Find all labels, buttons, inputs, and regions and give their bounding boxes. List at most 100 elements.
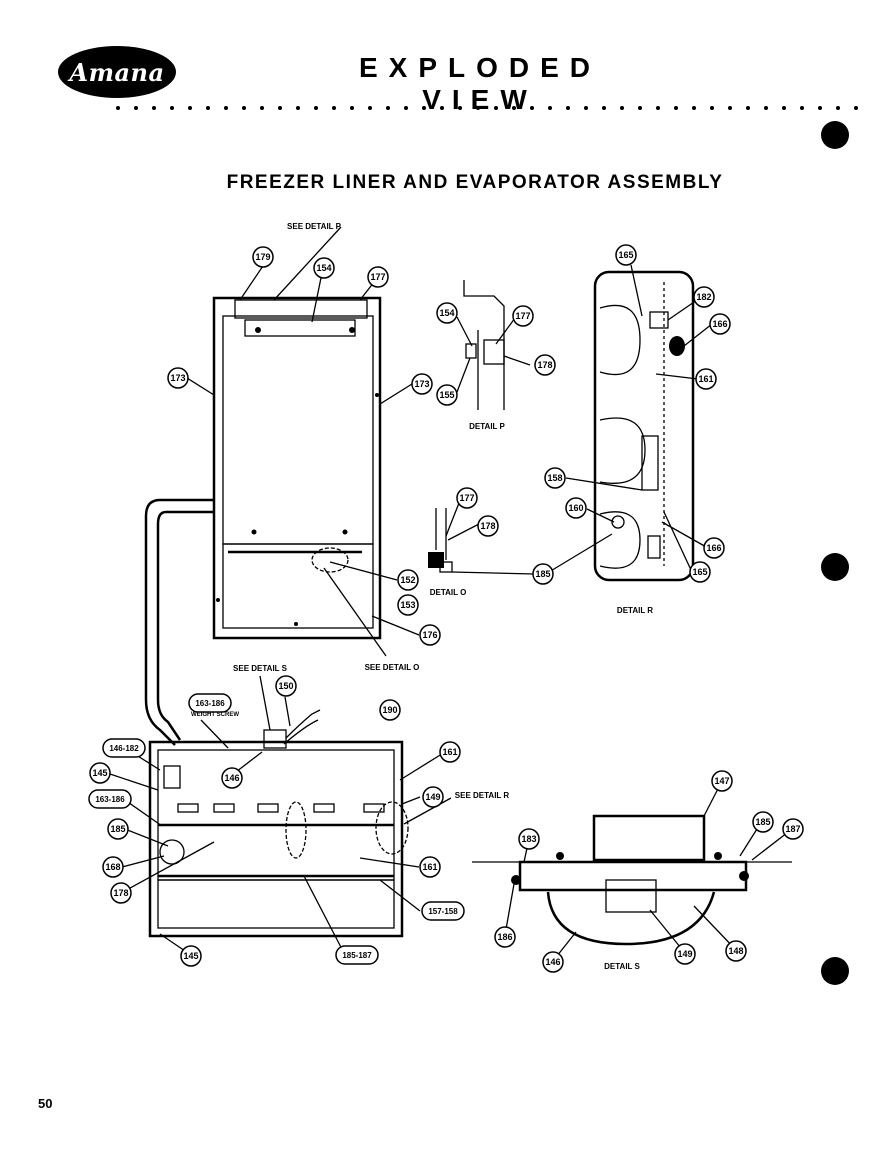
callout-balloon: [252, 246, 274, 268]
callout-145: 145: [89, 762, 111, 784]
callout-166: 166: [703, 537, 725, 559]
caption-detail-r: DETAIL R: [617, 606, 653, 615]
callout-balloon: [532, 563, 554, 585]
callout-number: 158: [547, 473, 562, 483]
callout-balloon: [313, 257, 335, 279]
callout-number: 146: [224, 773, 239, 783]
callout-balloon: [518, 828, 540, 850]
callout-balloon: [88, 789, 132, 809]
callout-balloon: [782, 818, 804, 840]
callout-balloon: [752, 811, 774, 833]
callout-150: 150: [275, 675, 297, 697]
callout-185-187: 185-187: [335, 945, 379, 965]
callout-balloon: [725, 940, 747, 962]
callout-balloon: [167, 367, 189, 389]
callout-185: 185: [107, 818, 129, 840]
callout-177: 177: [367, 266, 389, 288]
caption-see-detail-r: SEE DETAIL R: [455, 791, 510, 800]
callout-146: 146: [221, 767, 243, 789]
callout-number: 154: [316, 263, 331, 273]
callout-balloon: [542, 951, 564, 973]
callout-154: 154: [436, 302, 458, 324]
callout-187: 187: [782, 818, 804, 840]
callout-number: 161: [698, 374, 713, 384]
callout-balloon: [674, 943, 696, 965]
page-number: 50: [38, 1096, 53, 1111]
callout-number: 153: [400, 600, 415, 610]
callout-number: 186: [497, 932, 512, 942]
callout-number: 146-182: [109, 744, 139, 753]
callout-number: 187: [785, 824, 800, 834]
callout-152: 152: [397, 569, 419, 591]
callout-balloon: [419, 856, 441, 878]
detail-s-drawing: [472, 814, 792, 946]
freezer-liner-upper: [212, 296, 382, 640]
binder-hole-middle: [821, 553, 849, 581]
callout-number: 185: [535, 569, 550, 579]
callout-146: 146: [542, 951, 564, 973]
callout-balloon: [703, 537, 725, 559]
callout-balloon: [456, 487, 478, 509]
callout-balloon: [544, 467, 566, 489]
callout-number: 182: [696, 292, 711, 302]
callout-number: 179: [255, 252, 270, 262]
callout-number: 149: [425, 792, 440, 802]
callout-number: 149: [677, 949, 692, 959]
callout-number: 145: [183, 951, 198, 961]
caption-see-detail-p: SEE DETAIL P: [287, 222, 342, 231]
callout-balloon: [695, 368, 717, 390]
callout-179: 179: [252, 246, 274, 268]
callout-number: 152: [400, 575, 415, 585]
callout-number: 177: [515, 311, 530, 321]
callout-balloon: [494, 926, 516, 948]
callout-161: 161: [695, 368, 717, 390]
callout-165: 165: [689, 561, 711, 583]
callout-176: 176: [419, 624, 441, 646]
callout-number: 177: [370, 272, 385, 282]
callout-number: 155: [439, 390, 454, 400]
callout-166: 166: [709, 313, 731, 335]
callout-190: 190: [379, 699, 401, 721]
callout-number: 161: [442, 747, 457, 757]
callout-number: 157-158: [428, 907, 458, 916]
callout-145: 145: [180, 945, 202, 967]
callout-149: 149: [674, 943, 696, 965]
callout-161: 161: [419, 856, 441, 878]
callout-157-158: 157-158: [421, 901, 465, 921]
callout-balloon: [419, 624, 441, 646]
callout-154: 154: [313, 257, 335, 279]
callout-number: 176: [422, 630, 437, 640]
callout-178: 178: [110, 882, 132, 904]
callout-balloon: [711, 770, 733, 792]
callout-182: 182: [693, 286, 715, 308]
callout-number: 185-187: [342, 951, 372, 960]
detail-r-drawing: [593, 270, 695, 582]
callout-number: 154: [439, 308, 454, 318]
caption-detail-p: DETAIL P: [469, 422, 505, 431]
callout-balloon: [421, 901, 465, 921]
callout-number: 163-186: [195, 699, 225, 708]
callout-balloon: [436, 302, 458, 324]
callout-balloon: [411, 373, 433, 395]
detail-o-drawing: [428, 508, 453, 573]
callout-178: 178: [477, 515, 499, 537]
caption-weight-screw: WEIGHT SCREW: [191, 712, 239, 718]
callout-balloon: [689, 561, 711, 583]
callout-balloon: [439, 741, 461, 763]
callout-balloon: [188, 693, 232, 713]
callout-balloon: [534, 354, 556, 376]
callout-balloon: [397, 569, 419, 591]
page-header-title: EXPLODED VIEW: [358, 52, 602, 115]
callout-balloon: [565, 497, 587, 519]
caption-see-detail-s: SEE DETAIL S: [233, 664, 288, 673]
callout-number: 165: [692, 567, 707, 577]
callout-balloon: [379, 699, 401, 721]
callout-number: 168: [105, 862, 120, 872]
callout-number: 183: [521, 834, 536, 844]
callout-number: 166: [712, 319, 727, 329]
callout-183: 183: [518, 828, 540, 850]
caption-detail-s: DETAIL S: [604, 962, 640, 971]
callout-149: 149: [422, 786, 444, 808]
callout-146-182: 146-182: [102, 738, 146, 758]
